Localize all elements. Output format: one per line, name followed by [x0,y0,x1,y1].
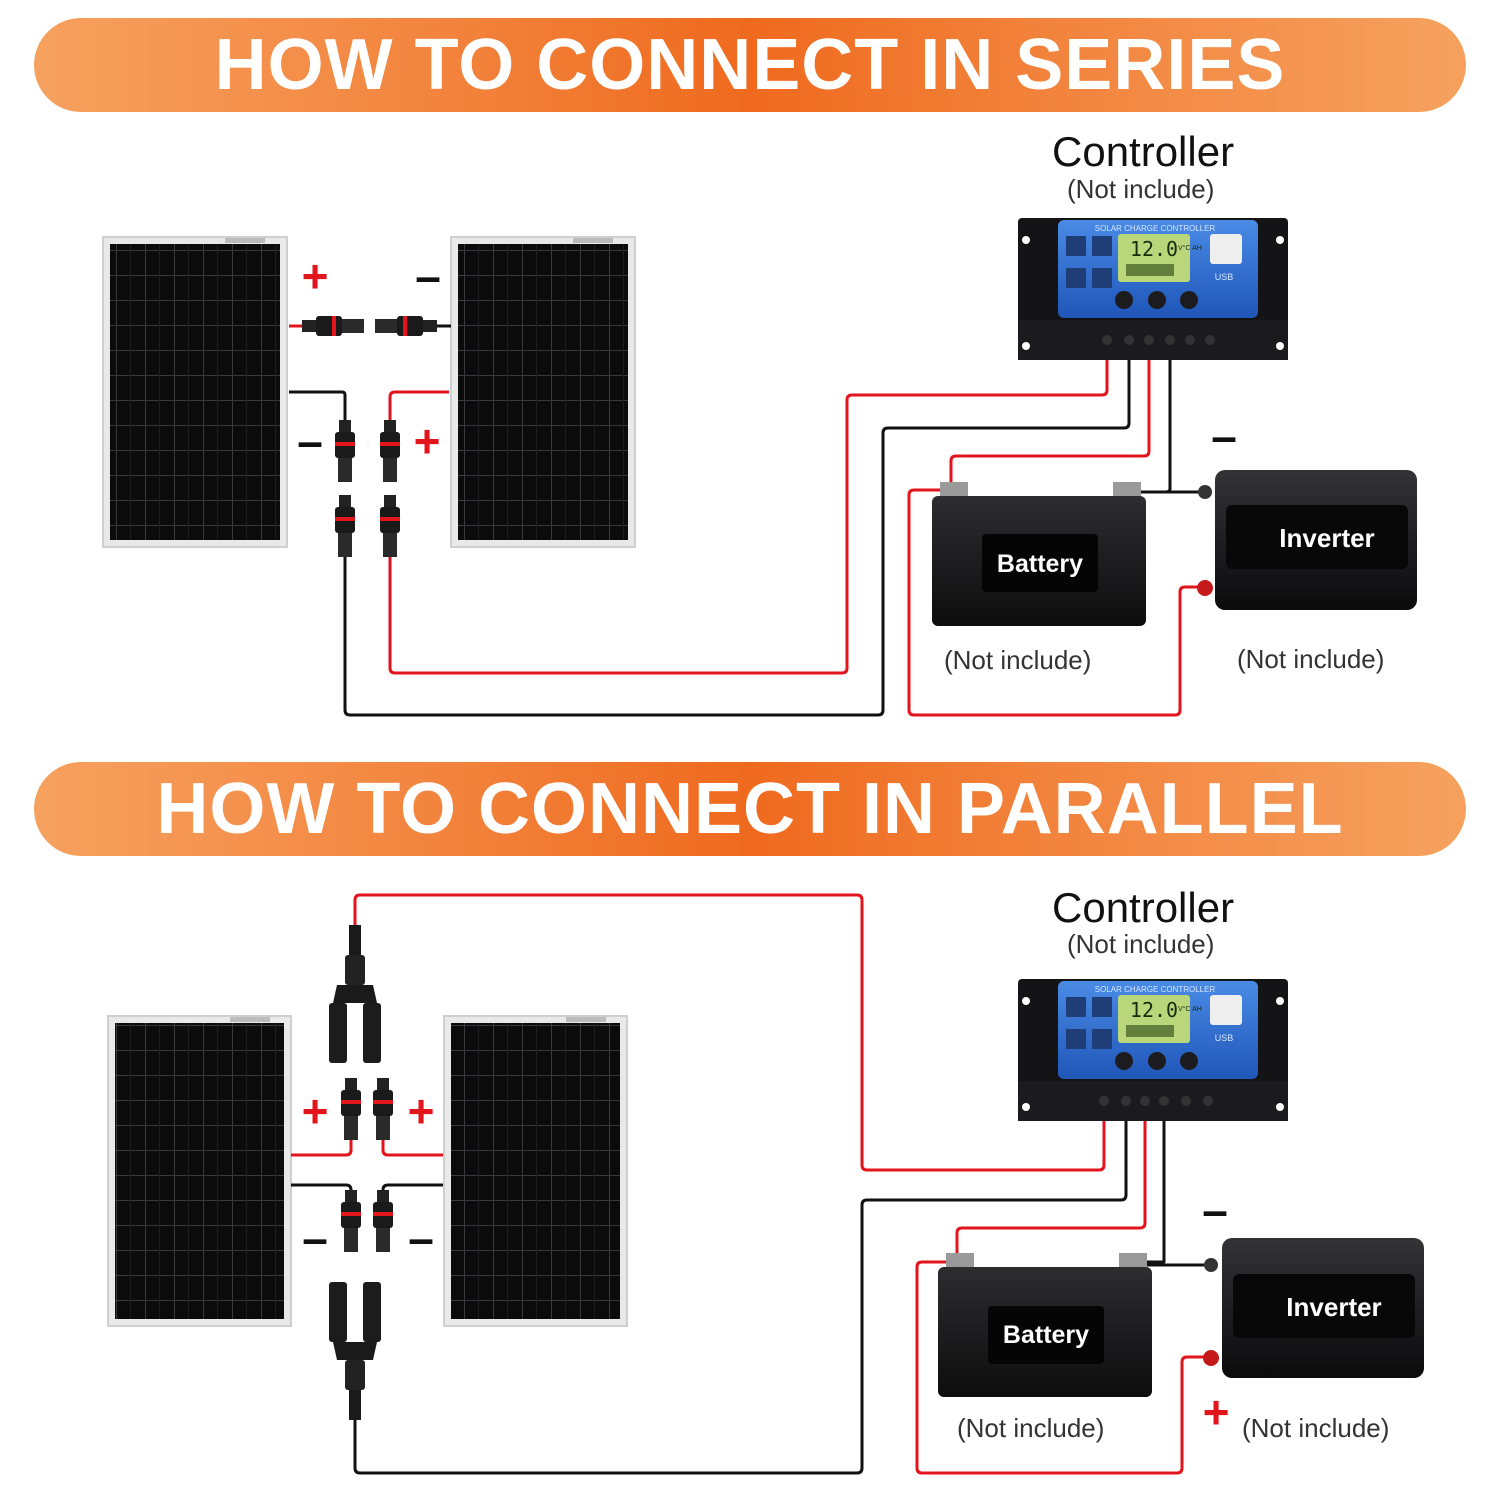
series-connector-positive-bottom [380,495,400,557]
series-inverter-note: (Not include) [1237,644,1385,674]
parallel-banner: HOW TO CONNECT IN PARALLEL [34,762,1466,856]
series-controller: SOLAR CHARGE CONTROLLER 12.0 V°C AH USB [1018,218,1288,360]
parallel-battery-label: Battery [1003,1321,1089,1349]
series-battery-note: (Not include) [944,645,1092,675]
series-wire-battery-positive [949,355,1151,490]
series-inverter-label: Inverter [1279,523,1374,553]
series-inverter: Inverter [1197,470,1417,610]
series-usb-label: USB [1215,272,1234,282]
series-lcd-units: V°C AH [1178,244,1202,252]
parallel-solar-panel-left [107,1015,292,1327]
parallel-y-branch-negative [329,1282,381,1420]
series-connector-negative-h [375,316,451,336]
parallel-plus-sign-left: + [302,1085,329,1137]
parallel-wire-right-positive [381,1140,443,1157]
parallel-solar-panel-right [443,1015,628,1327]
parallel-connector-negative-right [373,1190,393,1252]
series-solar-panel-right [450,236,636,548]
parallel-minus-sign-left: – [302,1212,328,1264]
parallel-connector-negative-left [341,1190,361,1252]
parallel-minus-sign-right: – [408,1212,434,1264]
parallel-section: + + – – – + SOLAR CHARGE CONTROLLER 12.0… [107,893,1424,1475]
parallel-wire-right-negative [381,1183,443,1191]
parallel-controller: SOLAR CHARGE CONTROLLER 12.0 V°C AH USB [1018,979,1288,1121]
parallel-wire-left-negative [291,1183,353,1191]
series-connector-positive-top [380,420,400,482]
series-battery: Battery [932,482,1146,626]
series-lcd-value: 12.0 [1130,237,1178,261]
series-controller-title: Controller [1052,128,1235,175]
parallel-lcd-units: V°C AH [1178,1005,1202,1013]
parallel-inverter-label: Inverter [1286,1292,1381,1322]
parallel-wire-battery-negative [1136,1118,1166,1264]
parallel-connector-positive-right [373,1078,393,1140]
parallel-usb-label: USB [1215,1033,1234,1043]
series-wire-panel-pos [388,390,449,420]
series-wire-panel-neg [289,390,347,420]
series-minus-sign: – [415,250,441,302]
series-section: + – – + – SOLAR CHARGE CONTROLLER 12.0 V… [102,218,1417,717]
series-plus-sign-lower: + [414,415,441,467]
parallel-battery-note: (Not include) [957,1413,1105,1443]
series-wire-pv-negative [343,355,1131,717]
series-banner-text: HOW TO CONNECT IN SERIES [214,25,1286,105]
parallel-banner-text: HOW TO CONNECT IN PARALLEL [156,769,1344,849]
series-minus-sign-lower: – [297,415,323,467]
series-plus-sign: + [302,250,329,302]
series-banner: HOW TO CONNECT IN SERIES [34,18,1466,112]
parallel-controller-note: (Not include) [1067,929,1215,959]
parallel-lcd-value: 12.0 [1130,998,1178,1022]
parallel-inverter-note: (Not include) [1242,1413,1390,1443]
series-inverter-minus-sign: – [1211,410,1237,462]
series-controller-header: SOLAR CHARGE CONTROLLER [1095,224,1216,233]
parallel-wire-battery-positive [955,1118,1147,1262]
series-connector-positive-h [289,316,364,336]
parallel-wire-pv-positive [353,893,1106,1172]
series-connector-negative-top [335,420,355,482]
parallel-controller-header: SOLAR CHARGE CONTROLLER [1095,985,1216,994]
series-wire-inverter-positive [907,488,1200,717]
parallel-wire-inverter-positive [915,1260,1206,1475]
series-controller-note: (Not include) [1067,174,1215,204]
parallel-y-branch-positive [329,925,381,1063]
series-connector-negative-bottom [335,495,355,557]
parallel-inverter-minus-sign: – [1202,1184,1228,1236]
parallel-battery: Battery [938,1253,1152,1397]
series-battery-label: Battery [997,550,1083,578]
parallel-connector-positive-left [341,1078,361,1140]
parallel-inverter-plus-sign: + [1203,1386,1230,1438]
parallel-controller-title: Controller [1052,884,1235,931]
parallel-wire-left-positive [291,1140,353,1157]
parallel-wire-pv-negative [353,1118,1128,1475]
series-solar-panel-left [102,236,288,548]
series-wire-pv-positive [388,355,1109,675]
parallel-inverter: Inverter [1203,1238,1424,1378]
parallel-plus-sign-right: + [408,1085,435,1137]
